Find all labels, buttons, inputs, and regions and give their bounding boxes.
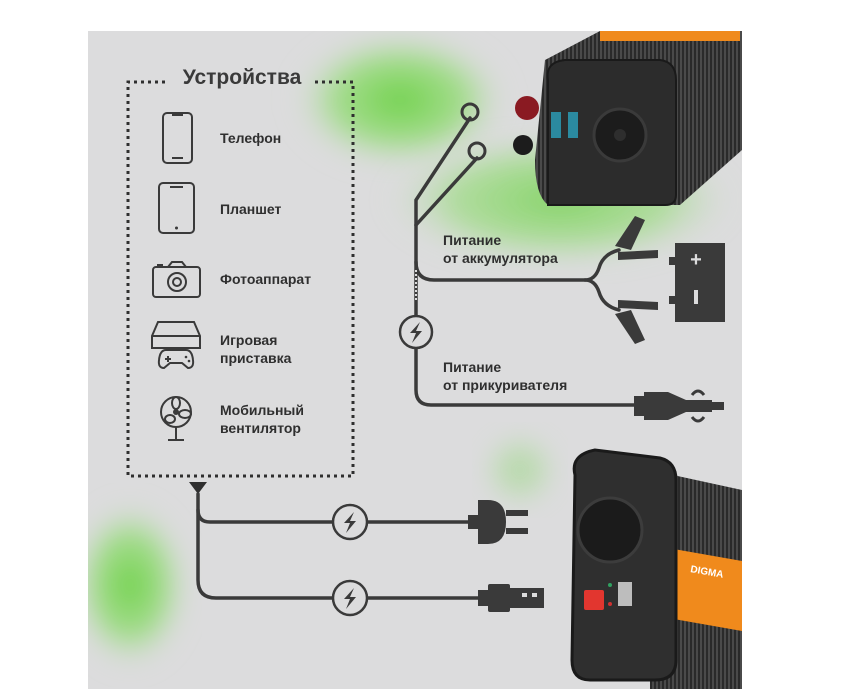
device-label-phone: Телефон bbox=[220, 130, 281, 146]
inverter-bottom-image: DIGMA bbox=[570, 448, 742, 689]
lighter-label-2: от прикуривателя bbox=[443, 377, 567, 393]
devices-title: Устройства bbox=[183, 66, 302, 89]
device-label-console-1: Игровая bbox=[220, 332, 277, 348]
output-wiring bbox=[189, 482, 482, 600]
bolt-icon bbox=[398, 314, 434, 350]
usb-plug-icon bbox=[478, 584, 544, 612]
device-label-fan-2: вентилятор bbox=[220, 420, 301, 436]
bolt-icon bbox=[331, 579, 369, 617]
fan-icon bbox=[160, 396, 192, 441]
car-plug-icon bbox=[634, 389, 724, 423]
battery-minus bbox=[694, 290, 698, 304]
game-console-icon bbox=[151, 321, 201, 370]
tablet-icon bbox=[158, 182, 195, 234]
devices-box: Устройства Телефон Планшет Фотоаппарат bbox=[126, 66, 355, 478]
inverter-top-image bbox=[513, 31, 742, 206]
device-label-fan-1: Мобильный bbox=[220, 402, 304, 418]
battery-label-1: Питание bbox=[443, 232, 501, 248]
camera-icon bbox=[152, 261, 201, 298]
clamp-icon bbox=[615, 216, 658, 344]
battery-icon: + bbox=[669, 243, 725, 322]
battery-plus: + bbox=[690, 249, 702, 271]
device-label-console-2: приставка bbox=[220, 350, 292, 366]
ac-plug-icon bbox=[468, 500, 528, 544]
phone-icon bbox=[162, 112, 193, 164]
bolt-icon bbox=[331, 503, 369, 541]
device-label-camera: Фотоаппарат bbox=[220, 271, 311, 287]
device-label-tablet: Планшет bbox=[220, 201, 281, 217]
input-wiring bbox=[414, 102, 637, 407]
lighter-label-1: Питание bbox=[443, 359, 501, 375]
battery-label-2: от аккумулятора bbox=[443, 250, 558, 266]
